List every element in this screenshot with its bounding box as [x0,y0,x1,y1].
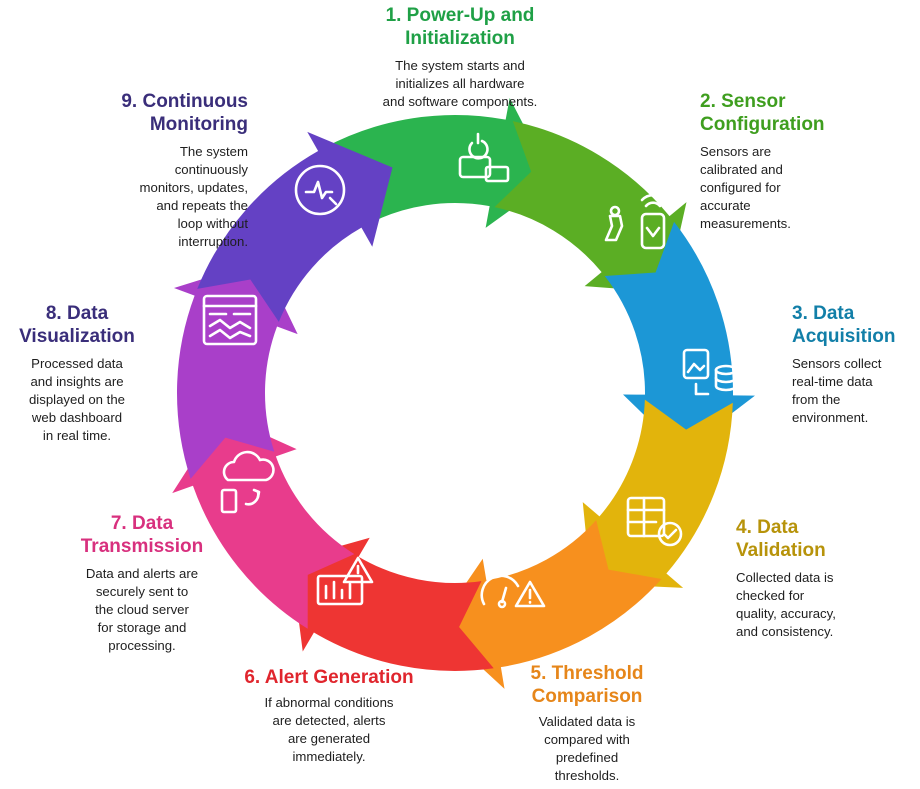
gauge-warning-icon [480,574,546,609]
step-9: 9. Continuous Monitoring The system cont… [62,90,248,251]
alert-chart-icon [316,556,374,606]
step-5-description: Validated data is compared with predefin… [538,714,636,783]
step-9-description: The system continuously monitors, update… [139,144,249,249]
step-5-title: 5. Threshold Comparison [530,663,644,707]
cycle-arrow-4 [582,399,733,588]
step-2-description: Sensors are calibrated and configured fo… [700,144,791,231]
step-4-title: 4. Data Validation [736,517,826,561]
step-2-title: 2. Sensor Configuration [700,91,825,135]
step-8-title: 8. Data Visualization [19,303,135,347]
step-4-description: Collected data is checked for quality, a… [736,570,836,639]
cycle-arrow-3 [604,221,755,452]
cycle-arrow-9 [197,131,393,322]
cloud-upload-icon [220,450,275,514]
step-8: 8. Data Visualization Processed data and… [2,302,152,445]
step-3-title: 3. Data Acquisition [792,303,896,347]
step-7: 7. Data Transmission Data and alerts are… [52,512,232,655]
step-9-title: 9. Continuous Monitoring [121,91,248,135]
step-3: 3. Data Acquisition Sensors collect real… [792,302,917,427]
step-6: 6. Alert Generation If abnormal conditio… [214,666,444,766]
step-5: 5. Threshold Comparison Validated data i… [492,662,682,785]
cycle-arrow-5 [436,520,662,689]
step-3-description: Sensors collect real-time data from the … [792,356,882,425]
step-8-description: Processed data and insights are displaye… [28,356,126,443]
step-2: 2. Sensor Configuration Sensors are cali… [700,90,890,233]
step-7-title: 7. Data Transmission [80,513,204,557]
data-collection-icon [682,348,738,396]
step-1-description: The system starts and initializes all ha… [382,58,538,109]
step-1-title: 1. Power-Up and Initialization [385,5,535,49]
step-6-description: If abnormal conditions are detected, ale… [264,695,394,764]
cycle-arrow-7 [172,415,355,629]
sensor-calibration-icon [604,193,666,250]
step-6-title: 6. Alert Generation [244,667,414,688]
dashboard-icon [202,294,258,346]
power-devices-icon [458,132,510,183]
cycle-arrow-6 [290,537,494,671]
step-4: 4. Data Validation Collected data is che… [736,516,916,641]
step-7-description: Data and alerts are securely sent to the… [85,566,199,653]
step-1: 1. Power-Up and Initialization The syste… [340,4,580,111]
monitor-gauge-icon [294,164,346,216]
checklist-icon [626,496,683,547]
cycle-arrow-2 [494,121,687,293]
